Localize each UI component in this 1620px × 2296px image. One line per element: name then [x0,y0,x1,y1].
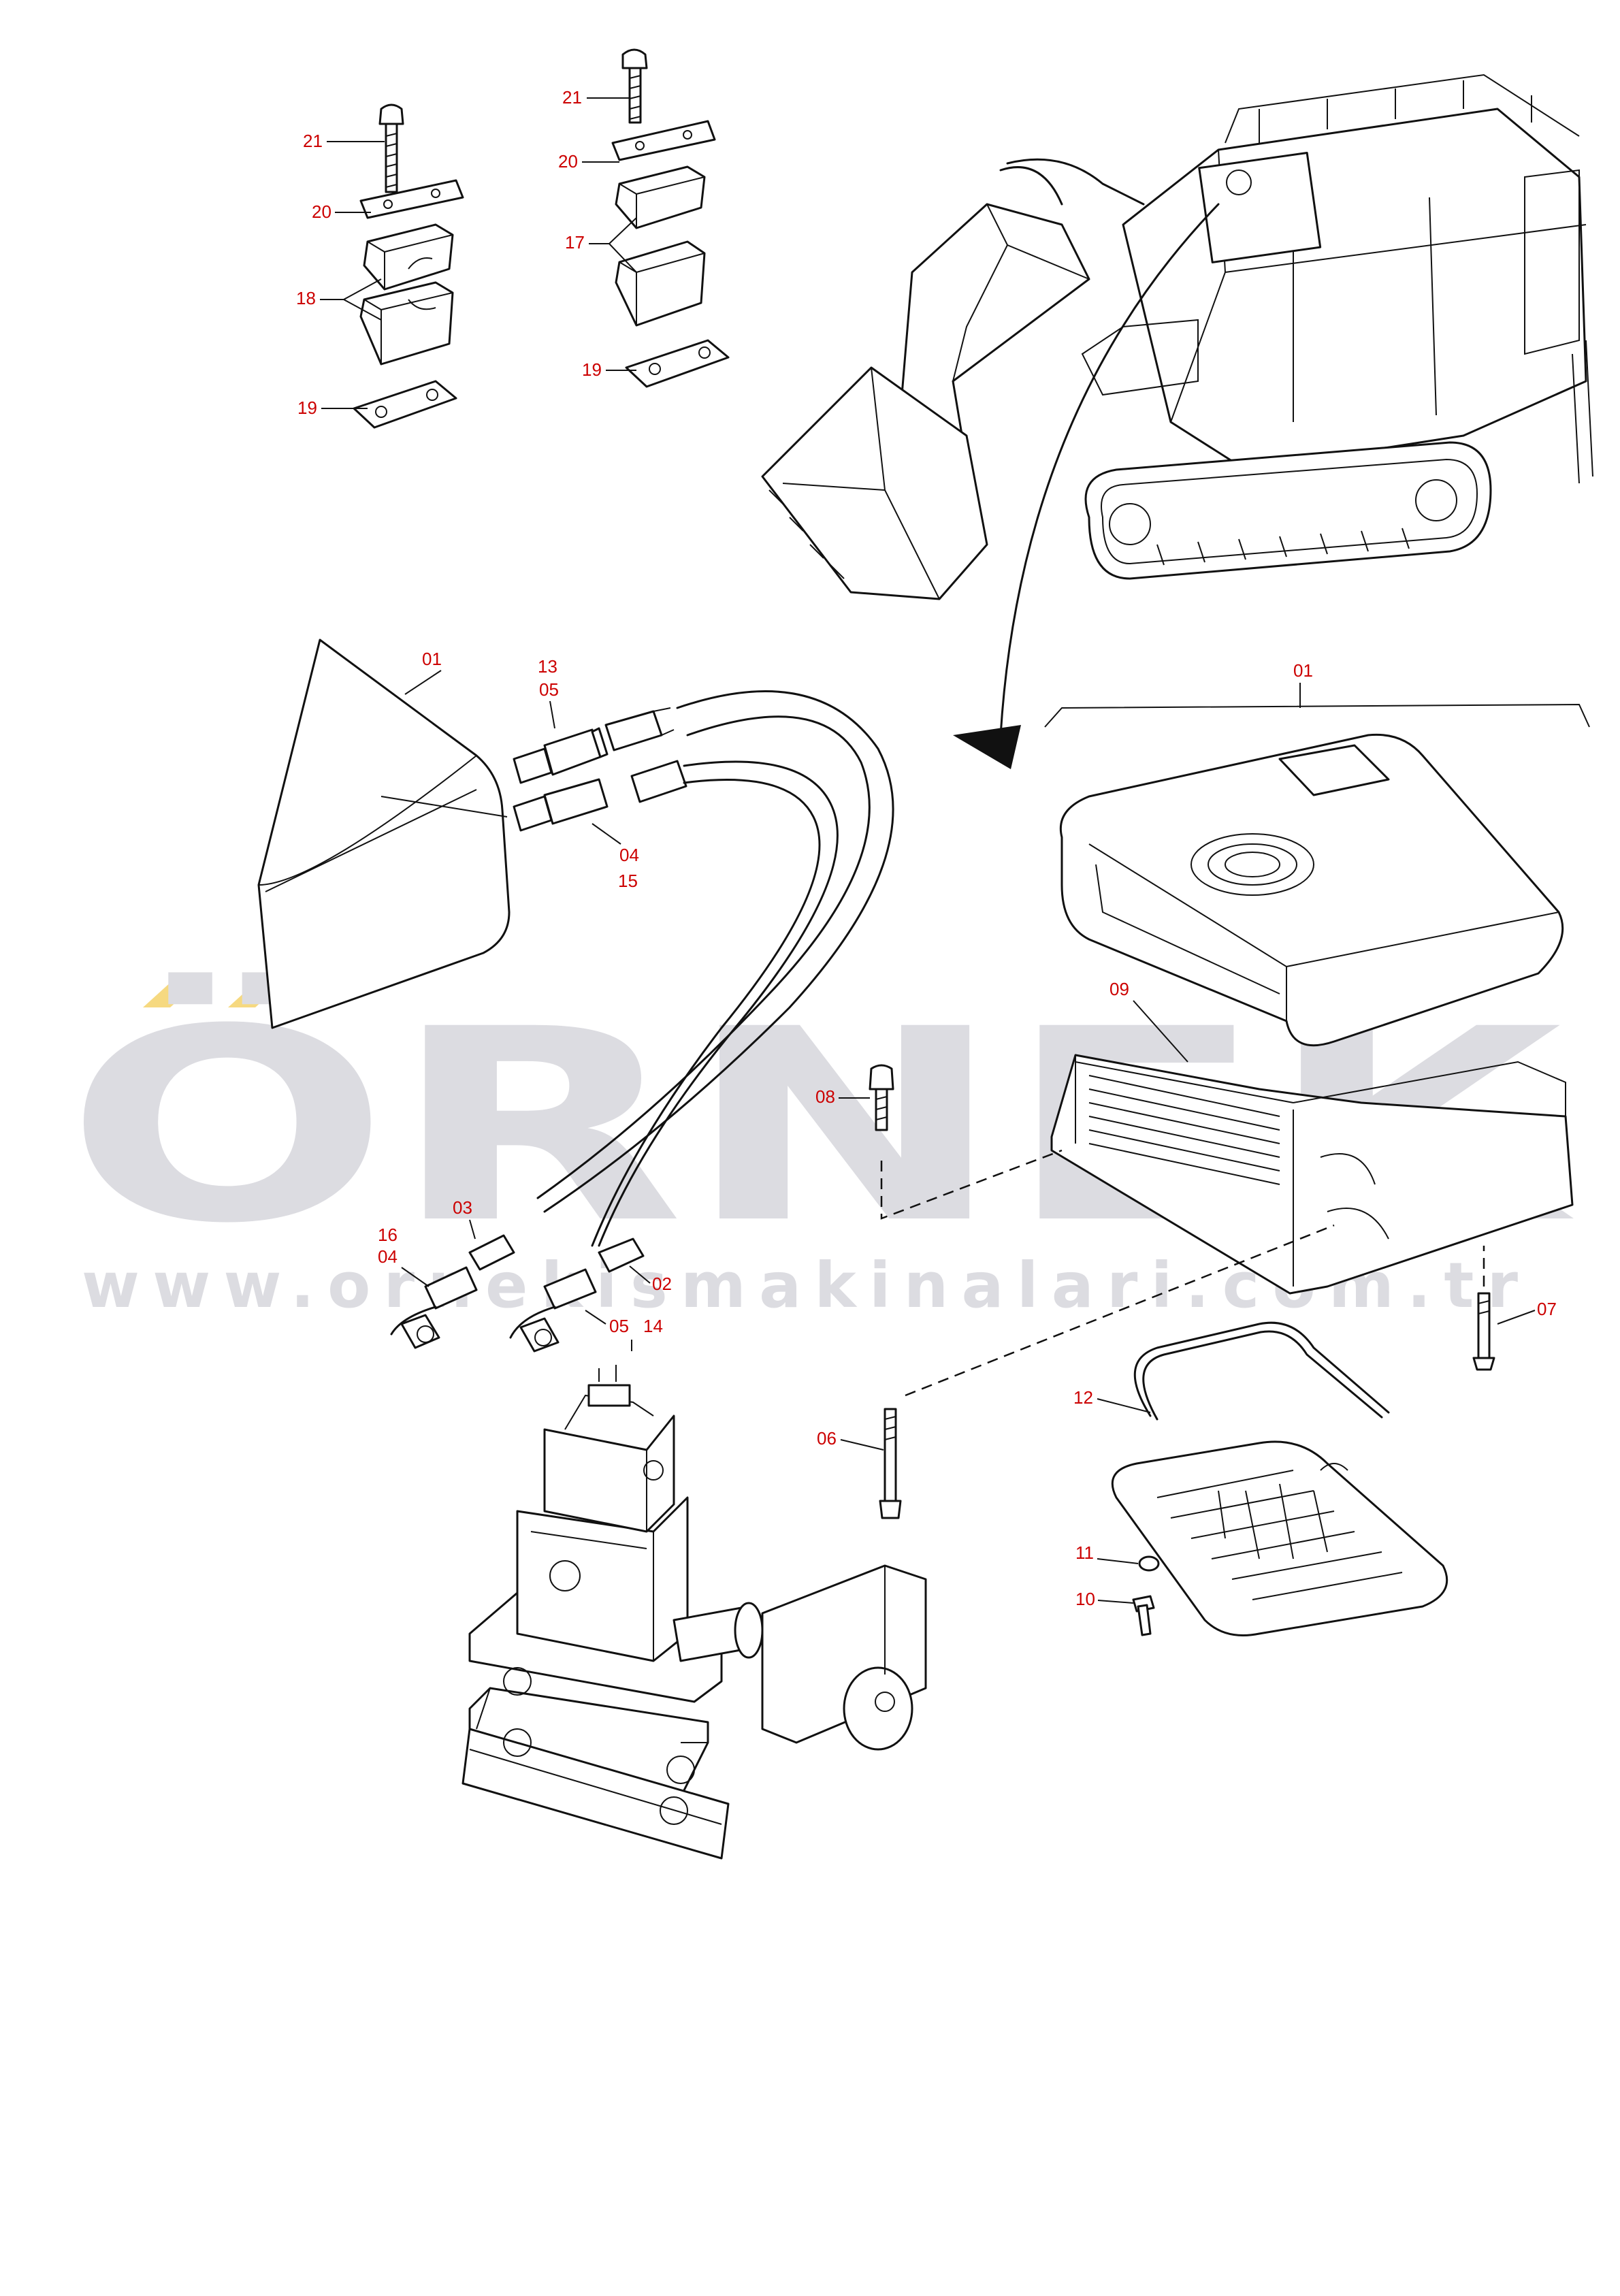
callout-a-20: 20 [312,201,331,222]
excavator-illustration [761,74,1593,769]
callout-tank-01: 01 [422,649,442,669]
base-plate-b [625,339,730,388]
cooler-cover [1059,733,1564,1047]
callout-08: 08 [815,1086,835,1107]
clamp-half-a-lower [359,281,454,366]
callout-b-21: 21 [562,87,582,108]
screw-08: 08 [815,1064,894,1131]
callout-11: 11 [1075,1542,1094,1563]
clamp-half-b-lower [615,240,706,327]
clamp-b-callouts: 21 20 17 19 [558,87,637,380]
callout-a-21: 21 [303,131,323,151]
mesh-cover [1111,1440,1448,1636]
clamp-half-a-upper [363,223,454,291]
clamp-assembly-a [353,103,464,429]
callout-07: 07 [1537,1299,1557,1319]
base-plate-a [353,380,457,429]
detail-arrow [999,203,1220,737]
callout-hose-02: 02 [652,1274,672,1294]
clamp-half-b-upper [615,165,706,229]
bolt-a [378,103,404,193]
callout-fitting-15: 15 [618,871,638,891]
watermark-umlaut-left [143,973,208,1007]
callout-hose-04: 04 [378,1246,398,1267]
callout-fitting-05: 05 [539,679,559,700]
fittings-upper: 13 05 04 15 [513,656,687,891]
fittings-lower: 03 16 04 02 05 14 [378,1197,672,1353]
detail-arrowhead [953,725,1021,769]
seal-12: 12 [1073,1321,1390,1421]
cooler-group: 01 09 [880,660,1590,1397]
callout-a-19: 19 [297,398,317,418]
screw-10: 10 [1075,1589,1155,1636]
bolt-06: 06 [817,1408,902,1519]
bolt-07: 07 [1472,1292,1557,1371]
callout-hose-05: 05 [609,1316,629,1336]
callout-b-17: 17 [565,232,585,253]
washer-plate-b [611,120,716,161]
hoses [536,690,894,1247]
washer-11: 11 [1075,1542,1160,1572]
callout-12: 12 [1073,1387,1093,1408]
callout-hose-03: 03 [453,1197,472,1218]
clamp-assembly-b [611,48,730,388]
callout-06: 06 [817,1428,837,1449]
oil-tank-left: 01 [257,638,511,1029]
pump-assembly [461,1365,927,1860]
callout-b-19: 19 [582,359,602,380]
callout-hose-16: 16 [378,1225,398,1245]
callout-a-18: 18 [296,288,316,308]
washer-plate-a [359,179,464,219]
radiator-core [1050,1054,1574,1295]
callout-10: 10 [1075,1589,1095,1609]
callout-hose-14: 14 [643,1316,663,1336]
callout-cooler-01: 01 [1293,660,1313,681]
callout-fitting-04: 04 [619,845,639,865]
callout-09: 09 [1109,979,1129,999]
clamp-a-callouts: 21 20 18 19 [296,131,385,418]
callout-b-20: 20 [558,151,578,172]
callout-fitting-13: 13 [538,656,557,677]
